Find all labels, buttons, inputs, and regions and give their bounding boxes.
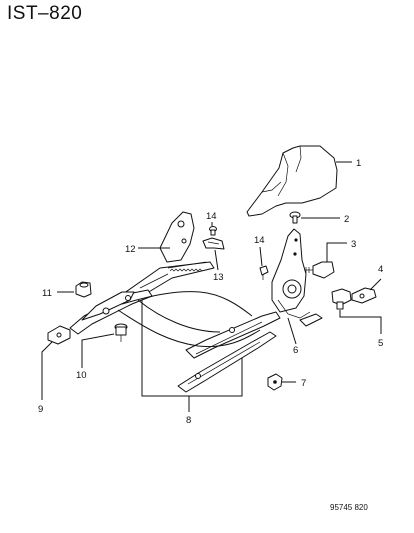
diagram-code: IST–820: [7, 3, 83, 24]
part-5-knob: [331, 288, 352, 310]
callout-7: 7: [301, 378, 306, 389]
callout-8: 8: [186, 415, 191, 426]
callout-5: 5: [378, 338, 383, 349]
part-14-screw-left: [209, 226, 217, 236]
callout-11: 11: [42, 288, 52, 299]
callout-2: 2: [344, 214, 349, 225]
callout-14-right: 14: [254, 235, 265, 246]
callout-14-left: 14: [206, 211, 217, 222]
part-11-nut: [75, 281, 92, 298]
part-3-bolt: [305, 261, 335, 279]
figure-number: 95745 820: [330, 503, 368, 512]
part-6-recliner: [271, 228, 323, 327]
part-9-clip: [47, 325, 71, 345]
callout-4: 4: [378, 264, 383, 275]
part-13-bracket: [202, 237, 225, 250]
part-2-screw: [289, 211, 301, 224]
part-8-rail-assembly: [69, 289, 281, 393]
callout-3: 3: [351, 239, 356, 250]
part-7-nut: [267, 373, 283, 391]
callout-6: 6: [293, 345, 298, 356]
part-10-bolt: [114, 323, 128, 342]
callout-12: 12: [125, 244, 136, 255]
callout-9: 9: [38, 404, 43, 415]
part-4-clip: [351, 287, 377, 304]
callout-1: 1: [356, 158, 361, 169]
callout-13: 13: [213, 272, 224, 283]
part-14-screw-right: [259, 265, 269, 280]
callout-10: 10: [76, 370, 87, 381]
part-1-cover: [246, 145, 338, 217]
seat-frame-rear: [119, 211, 215, 303]
